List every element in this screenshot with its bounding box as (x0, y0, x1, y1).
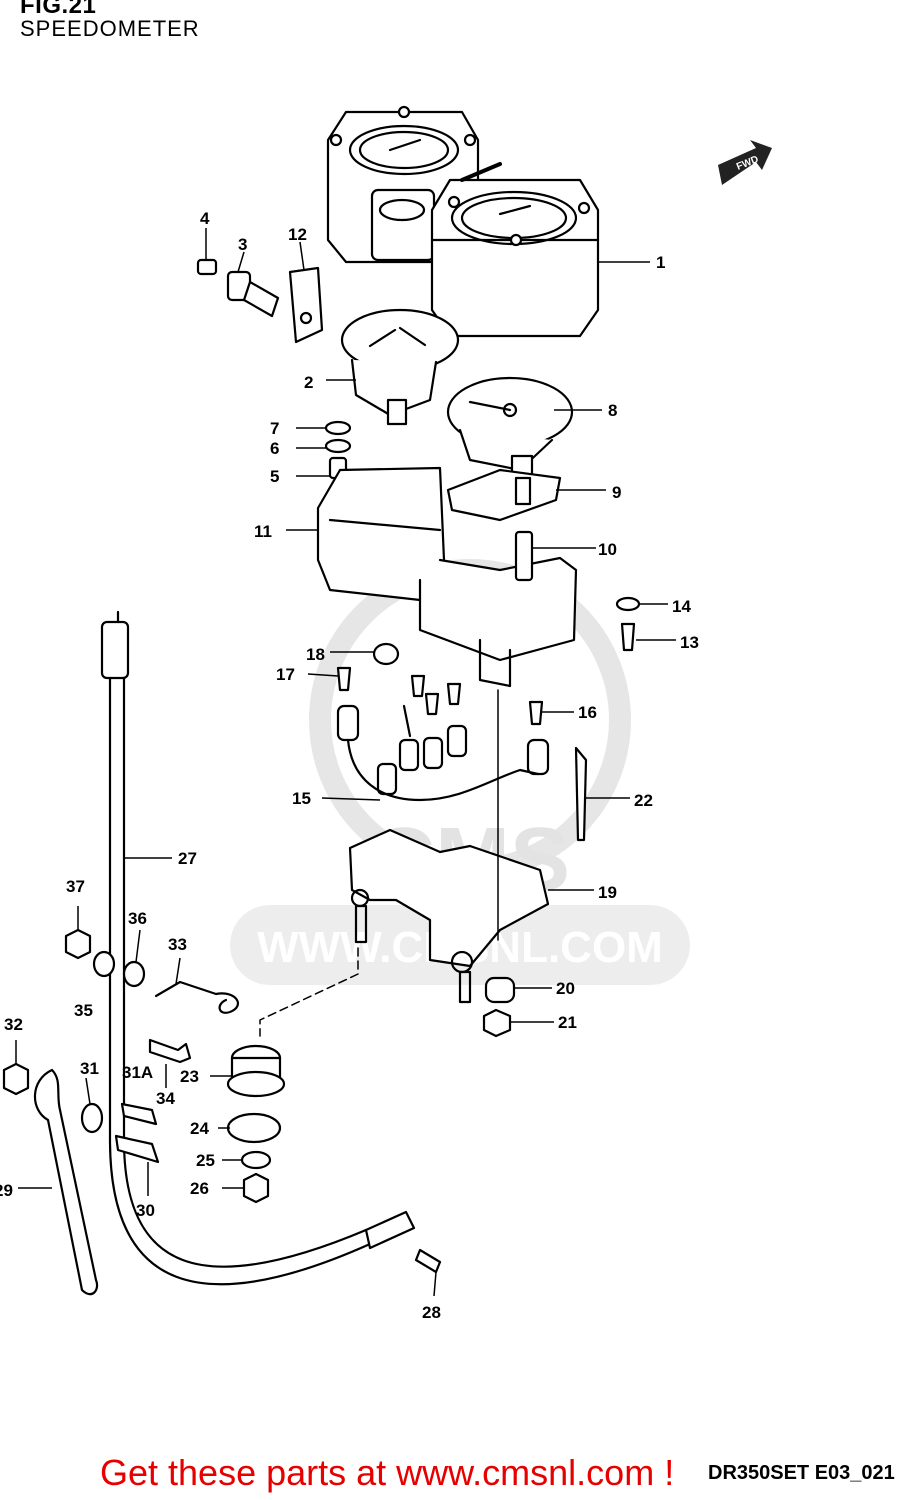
label-20: 20 (556, 979, 575, 998)
nut-32 (2, 1062, 30, 1096)
label-36: 36 (128, 909, 147, 928)
washer-6 (324, 438, 352, 454)
nut-21 (482, 1008, 512, 1038)
part-labels: 1 2 3 4 5 6 7 8 9 10 11 12 13 14 15 16 1… (0, 209, 699, 1322)
label-17: 17 (276, 665, 295, 684)
figure-title: SPEEDOMETER (20, 16, 200, 41)
screw-10 (514, 530, 534, 582)
cushion-23 (226, 1044, 286, 1098)
promo-link[interactable]: Get these parts at www.cmsnl.com ! (100, 1452, 675, 1493)
label-4: 4 (200, 209, 210, 228)
label-29: 29 (0, 1181, 13, 1200)
washer-36 (122, 960, 146, 988)
screw-13 (620, 622, 636, 652)
label-25: 25 (196, 1151, 215, 1170)
grommet-18 (372, 642, 400, 666)
label-8: 8 (608, 401, 617, 420)
washer-31 (80, 1102, 104, 1134)
label-15: 15 (292, 789, 311, 808)
label-19: 19 (598, 883, 617, 902)
nut-26 (242, 1172, 270, 1204)
bolt-34 (148, 1038, 192, 1064)
label-28: 28 (422, 1303, 441, 1322)
label-22: 22 (634, 791, 653, 810)
label-34: 34 (156, 1089, 175, 1108)
rod-22 (574, 746, 588, 842)
figure-number: FIG.21 (20, 0, 97, 19)
bulb-17 (336, 666, 352, 692)
washer-35 (92, 950, 116, 978)
diagram-code: DR350SET E03_021 (708, 1462, 895, 1484)
label-35: 35 (74, 1001, 93, 1020)
label-1: 1 (656, 253, 665, 272)
label-23: 23 (180, 1067, 199, 1086)
label-18: 18 (306, 645, 325, 664)
label-31: 31 (80, 1059, 99, 1078)
label-14: 14 (672, 597, 691, 616)
forward-arrow-icon: FWD (718, 140, 772, 185)
label-30: 30 (136, 1201, 155, 1220)
cable-27 (100, 610, 416, 1286)
cushion-24 (226, 1112, 282, 1144)
screw-4 (196, 258, 218, 276)
label-5: 5 (270, 467, 279, 486)
speedometer-8 (446, 376, 574, 480)
label-9: 9 (612, 483, 621, 502)
bracket-9 (446, 468, 562, 522)
washer-7 (324, 420, 352, 436)
label-27: 27 (178, 849, 197, 868)
label-11: 11 (254, 522, 272, 541)
wire-harness-15 (336, 704, 550, 802)
label-10: 10 (598, 540, 617, 559)
bulb-16 (528, 700, 544, 726)
label-26: 26 (190, 1179, 209, 1198)
screw-28 (414, 1248, 442, 1274)
clamp-29 (33, 1068, 99, 1296)
collar-20 (484, 976, 516, 1004)
plate-12 (288, 266, 324, 344)
tachometer-2 (340, 308, 460, 426)
label-21: 21 (558, 1013, 577, 1032)
bolt-31a (120, 1102, 158, 1126)
label-16: 16 (578, 703, 597, 722)
gear-3 (226, 270, 280, 318)
label-33: 33 (168, 935, 187, 954)
label-24: 24 (190, 1119, 209, 1138)
lower-case-11 (316, 466, 578, 688)
label-31a: 31A (122, 1063, 153, 1082)
label-12: 12 (288, 225, 307, 244)
spring-33 (154, 980, 239, 1014)
label-3: 3 (238, 235, 247, 254)
meter-case (326, 105, 600, 338)
washer-14 (615, 596, 641, 612)
label-6: 6 (270, 439, 279, 458)
label-37: 37 (66, 877, 85, 896)
label-13: 13 (680, 633, 699, 652)
washer-25 (240, 1150, 272, 1170)
label-2: 2 (304, 373, 313, 392)
label-32: 32 (4, 1015, 23, 1034)
nut-37 (64, 928, 92, 960)
bolt-30 (114, 1134, 160, 1164)
label-7: 7 (270, 419, 279, 438)
